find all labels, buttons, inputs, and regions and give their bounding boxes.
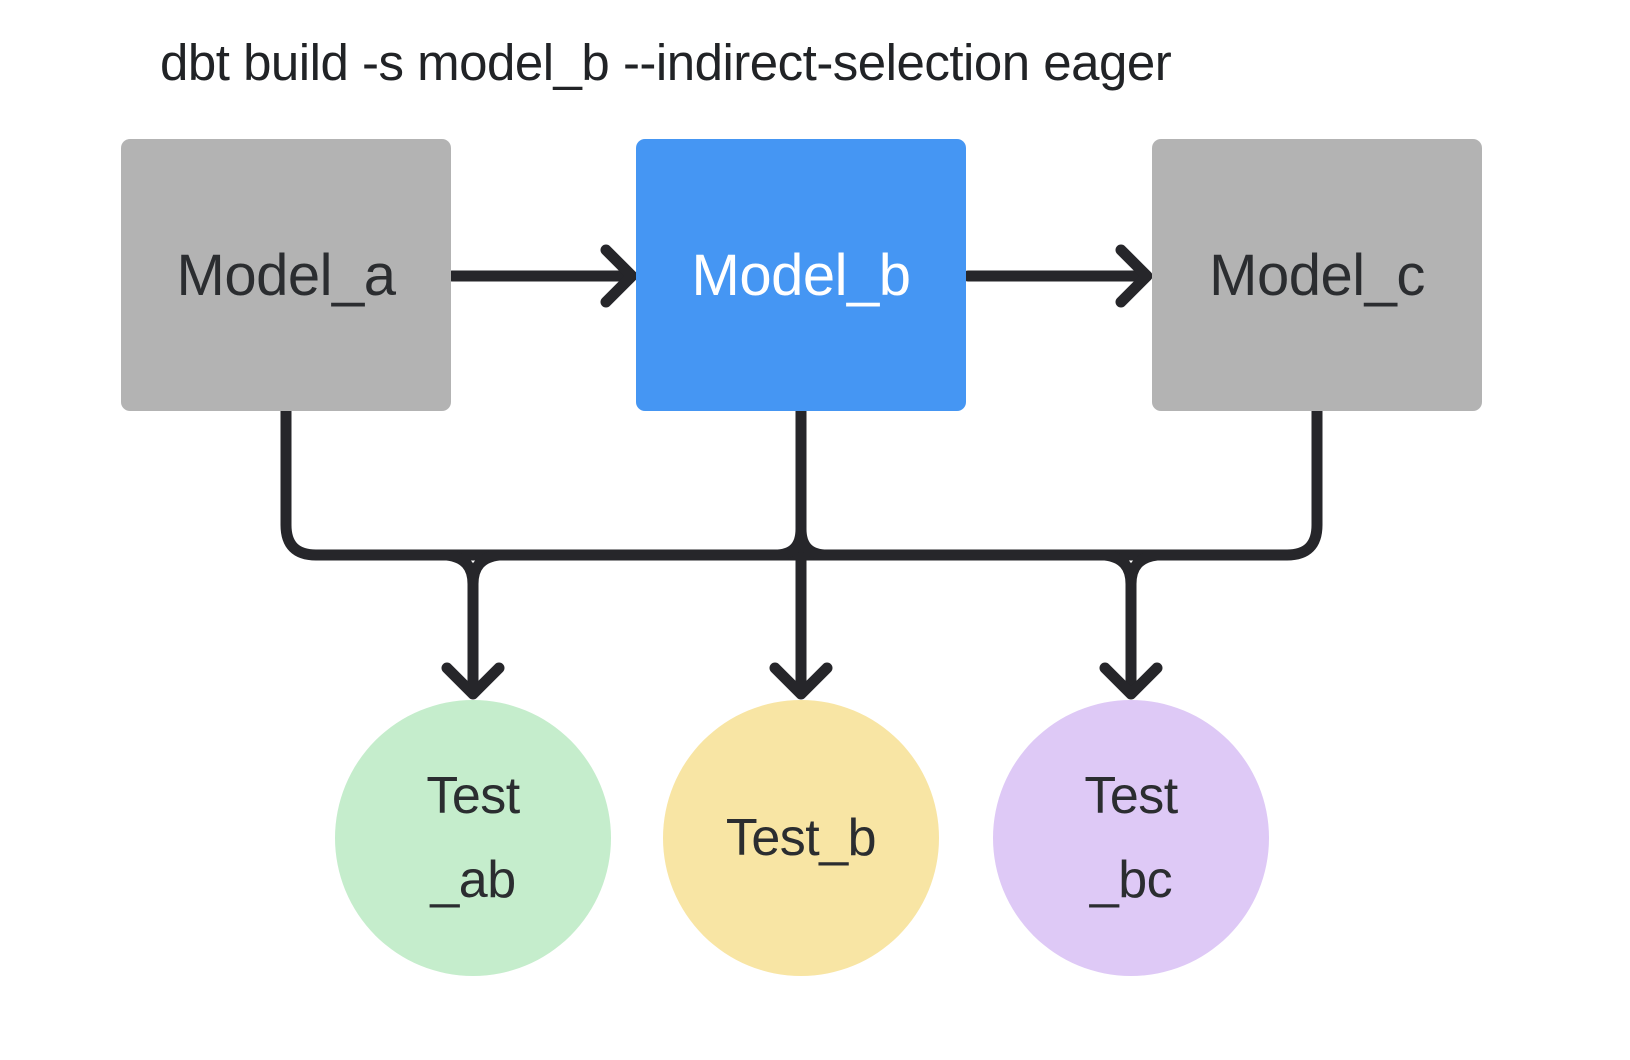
arrowhead-down-icon — [769, 662, 833, 700]
node-test-ab-label-line2: _ab — [430, 851, 516, 909]
command-title: dbt build -s model_b --indirect-selectio… — [160, 34, 1172, 91]
node-model-b-selected: Model_b — [636, 139, 966, 411]
edge-branch-test-ab — [441, 549, 505, 700]
node-test-bc: Test _bc — [993, 700, 1269, 976]
edge-model-b-to-model-c — [962, 244, 1153, 308]
node-model-c-label: Model_c — [1209, 242, 1425, 308]
edge-branch-test-bc — [1099, 549, 1163, 700]
edge-model-a-to-model-b — [446, 244, 638, 308]
node-test-ab-label-line1: Test — [426, 767, 520, 825]
arrowhead-down-icon — [441, 662, 505, 700]
node-model-a-label: Model_a — [176, 242, 396, 308]
node-test-bc-label-line1: Test — [1084, 767, 1178, 825]
arrowhead-right-icon — [1115, 244, 1153, 308]
node-test-b-label: Test_b — [725, 809, 877, 867]
node-test-b: Test_b — [663, 700, 939, 976]
node-model-c: Model_c — [1152, 139, 1482, 411]
edge-model-b-to-test-b — [769, 405, 833, 700]
node-model-a: Model_a — [121, 139, 451, 411]
node-model-b-label: Model_b — [691, 242, 911, 308]
arrowhead-down-icon — [1099, 662, 1163, 700]
arrowhead-right-icon — [600, 244, 638, 308]
node-test-ab: Test _ab — [335, 700, 611, 976]
node-test-bc-label-line2: _bc — [1089, 851, 1173, 909]
